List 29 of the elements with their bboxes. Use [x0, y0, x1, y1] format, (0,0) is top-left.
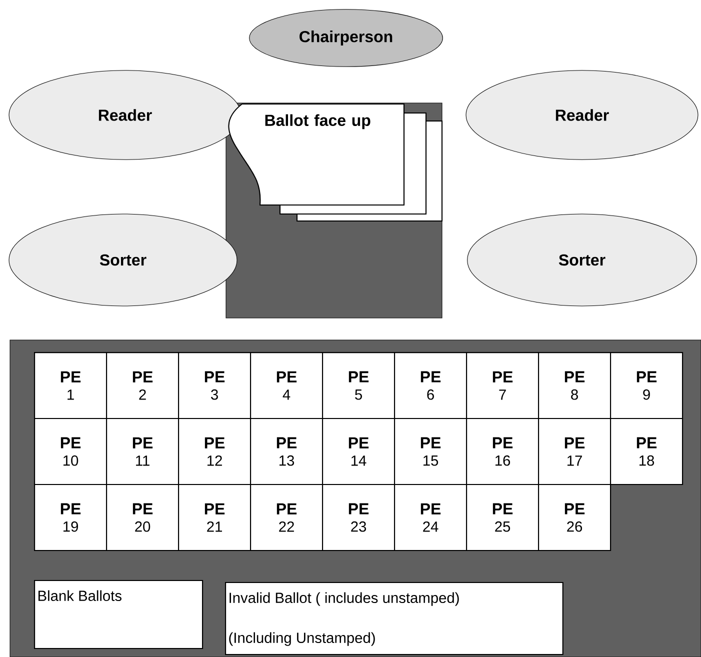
station-cell: PE 11	[106, 418, 180, 486]
station-cell: PE 19	[34, 484, 108, 552]
station-cell: PE 5	[322, 352, 396, 420]
station-cell: PE 1	[34, 352, 108, 420]
station-cell: PE 4	[250, 352, 324, 420]
station-cell: PE 7	[466, 352, 540, 420]
station-cell: PE 18	[610, 418, 684, 486]
station-cell: PE 17	[538, 418, 612, 486]
station-cell: PE 26	[538, 484, 612, 552]
station-cell: PE 20	[106, 484, 180, 552]
station-cell: PE 21	[178, 484, 252, 552]
tray-box: Invalid Ballot ( includes unstamped) (Including Unstamped)	[225, 582, 564, 656]
station-cell: PE 16	[466, 418, 540, 486]
ballot-paper: Ballot face up	[228, 103, 405, 206]
station-cell: PE 12	[178, 418, 252, 486]
station-cell: PE 23	[322, 484, 396, 552]
station-cell: PE 10	[34, 418, 108, 486]
station-cell: PE 24	[394, 484, 468, 552]
station-cell: PE 15	[394, 418, 468, 486]
station-cell: PE 9	[610, 352, 684, 420]
station-cell: PE 14	[322, 418, 396, 486]
station-cell: PE 13	[250, 418, 324, 486]
station-cell: PE 2	[106, 352, 180, 420]
station-cell: PE 6	[394, 352, 468, 420]
tray-box: Blank Ballots	[34, 580, 204, 650]
station-cell: PE 3	[178, 352, 252, 420]
station-cell: PE 25	[466, 484, 540, 552]
station-cell: PE 22	[250, 484, 324, 552]
station-cell: PE 8	[538, 352, 612, 420]
